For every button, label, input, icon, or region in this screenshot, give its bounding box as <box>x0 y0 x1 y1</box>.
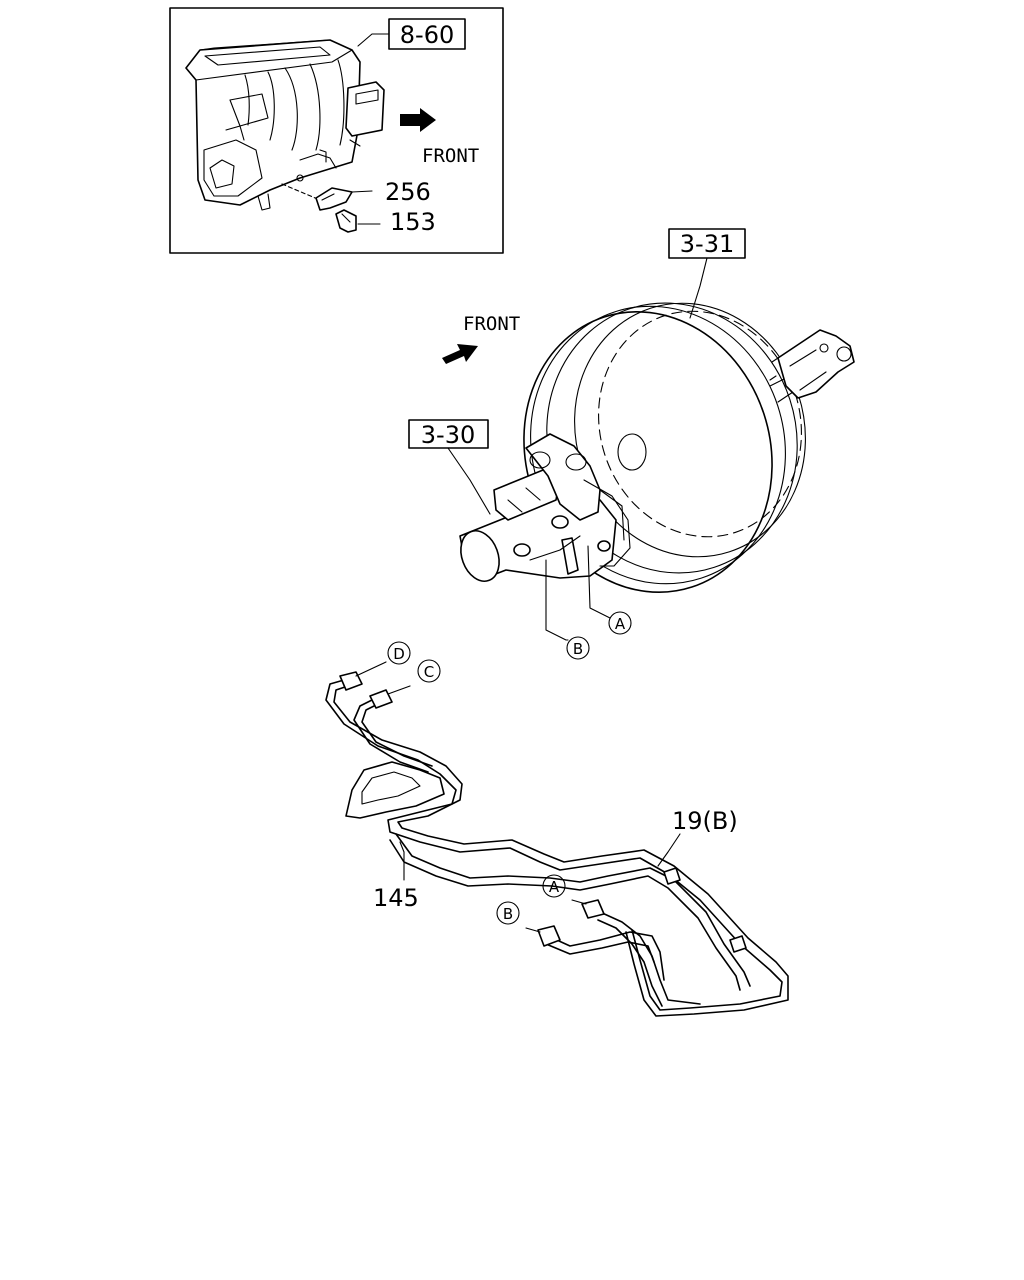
clip-and-screw <box>281 183 381 233</box>
ref-box-label: 3-31 <box>680 230 734 258</box>
part-number-145[interactable]: 145 <box>373 884 419 912</box>
front-arrow-main: FRONT <box>442 313 520 364</box>
front-arrow-inset: FRONT <box>400 108 479 167</box>
inset-frame <box>169 7 504 254</box>
ref-box-3-31[interactable]: 3-31 <box>668 228 746 259</box>
svg-text:B: B <box>573 640 583 658</box>
inset-panel: 8-60 FRONT 256 153 <box>169 7 504 254</box>
master-cylinder-drawing <box>459 433 631 582</box>
callout-a-master[interactable]: A <box>608 611 632 635</box>
callout-b-master[interactable]: B <box>566 636 590 660</box>
ref-box-8-60[interactable]: 8-60 <box>388 18 466 50</box>
arrow-right-icon <box>400 108 436 132</box>
callout-c-pipe[interactable]: C <box>417 659 441 683</box>
leader-19b <box>657 833 681 867</box>
part-number-153[interactable]: 153 <box>390 208 436 236</box>
callout-b-pipe[interactable]: B <box>496 901 520 925</box>
part-number-256[interactable]: 256 <box>385 178 431 206</box>
callout-d-pipe[interactable]: D <box>387 641 411 665</box>
master-cylinder-callouts: A B <box>545 545 632 660</box>
arrow-up-right-icon <box>442 344 478 364</box>
leader-145 <box>399 841 405 881</box>
ref-box-label: 3-30 <box>421 421 475 449</box>
svg-text:C: C <box>424 663 434 681</box>
ref-box-label: 8-60 <box>400 21 454 49</box>
leader-8-60 <box>357 33 390 47</box>
svg-text:A: A <box>549 878 560 896</box>
ref-box-3-30[interactable]: 3-30 <box>408 419 489 449</box>
front-label-inset: FRONT <box>422 145 479 167</box>
heater-unit-drawing <box>185 39 385 211</box>
brake-pipes-drawing <box>325 661 789 1017</box>
svg-text:D: D <box>393 645 405 663</box>
leader-3-30 <box>447 447 491 515</box>
leader-3-31 <box>689 257 708 319</box>
svg-text:A: A <box>615 615 626 633</box>
front-label-main: FRONT <box>463 313 520 335</box>
part-number-19b[interactable]: 19(B) <box>672 807 738 835</box>
callout-a-pipe[interactable]: A <box>542 874 566 898</box>
svg-text:B: B <box>503 905 513 923</box>
